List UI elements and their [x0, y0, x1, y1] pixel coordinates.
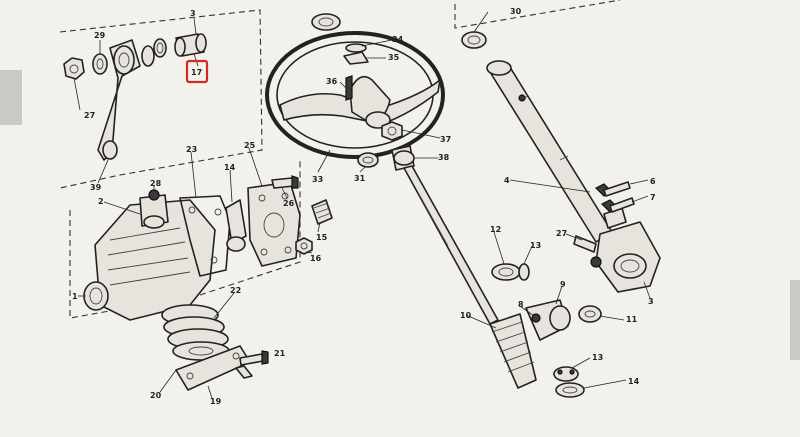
hub-cap-30 — [311, 13, 341, 31]
callout-12: 12 — [490, 225, 501, 234]
nut-37 — [381, 121, 403, 141]
callout-27: 27 — [84, 111, 95, 120]
coupling-9-8 — [525, 299, 571, 341]
callout-20: 20 — [150, 391, 162, 400]
callout-6: 6 — [650, 177, 656, 186]
callout-28: 28 — [150, 179, 162, 188]
column-tube-4 — [461, 31, 613, 243]
steering-wheel-33 — [265, 31, 445, 159]
callout-1: 1 — [72, 292, 78, 301]
group-box-pitman-arm — [59, 9, 263, 189]
ring-13 — [518, 263, 530, 281]
callout-21: 21 — [274, 349, 286, 358]
washer-11 — [578, 305, 602, 323]
callout-38: 38 — [438, 153, 450, 162]
callout-31: 31 — [354, 174, 366, 183]
highlighted-callout-17[interactable]: 17 — [185, 59, 209, 84]
screw-27b — [573, 235, 602, 268]
callout-8: 8 — [518, 300, 524, 309]
callout-33: 33 — [312, 175, 323, 184]
washer-31 — [357, 152, 379, 168]
callout-9: 9 — [560, 280, 566, 289]
callout-16: 16 — [310, 254, 322, 263]
gaiter-10 — [489, 313, 537, 389]
callout-37: 37 — [440, 135, 451, 144]
seal-ring — [153, 38, 167, 58]
group-box-steering-box — [69, 160, 301, 319]
callout-14: 14 — [224, 163, 236, 172]
callout-11: 11 — [626, 315, 638, 324]
steering-shaft — [403, 165, 499, 325]
callout-29: 29 — [94, 31, 106, 40]
callout-27b: 27 — [556, 229, 567, 238]
callout-labels: 3 29 27 39 30 34 35 36 37 38 31 33 28 23… — [72, 7, 656, 406]
callout-30: 30 — [510, 7, 522, 16]
bush-38 — [391, 145, 415, 171]
callout-4: 4 — [504, 176, 510, 185]
callout-36: 36 — [326, 77, 338, 86]
highlight-box — [185, 59, 209, 84]
bolt-26 — [271, 175, 299, 189]
horn-parts-34-35-36 — [343, 43, 369, 101]
highlight-label: 17 — [191, 68, 202, 77]
callout-7: 7 — [650, 193, 656, 202]
callout-19: 19 — [210, 397, 222, 406]
steering-box-housing-2 — [94, 189, 216, 321]
scan-edge-right — [790, 280, 800, 360]
bolt-21 — [235, 350, 269, 379]
scan-edge-left — [0, 70, 22, 125]
bolts-6-7 — [594, 181, 635, 213]
callout-35: 35 — [388, 53, 400, 62]
adjuster-15 — [311, 199, 333, 225]
clamp-12 — [491, 263, 521, 281]
callout-13b: 13 — [592, 353, 603, 362]
callout-15: 15 — [316, 233, 328, 242]
callout-3: 3 — [190, 9, 196, 18]
callout-25: 25 — [244, 141, 256, 150]
clip-13b — [553, 366, 579, 382]
callout-39: 39 — [90, 183, 102, 192]
side-cover-25 — [247, 181, 301, 267]
gasket-23 — [179, 195, 231, 277]
boot-22 — [161, 304, 230, 361]
shaft-14 — [225, 199, 247, 252]
ring-14b — [555, 382, 585, 398]
callout-23: 23 — [186, 145, 197, 154]
column-bracket-3 — [595, 207, 661, 293]
washer-28 — [92, 53, 108, 75]
callout-2: 2 — [98, 197, 104, 206]
nut-16 — [295, 237, 313, 255]
pitman-arm-39 — [97, 39, 141, 161]
callout-3b: 3 — [648, 297, 654, 306]
group-box-column — [454, 0, 621, 29]
bush-3 — [174, 33, 207, 57]
callout-34: 34 — [392, 35, 404, 44]
callout-22: 22 — [230, 286, 241, 295]
callout-10: 10 — [460, 311, 472, 320]
leader-lines — [73, 11, 651, 399]
callout-13: 13 — [530, 241, 541, 250]
callout-26: 26 — [283, 199, 295, 208]
callout-14b: 14 — [628, 377, 640, 386]
input-shaft-1 — [83, 281, 109, 311]
washer-29 — [141, 45, 155, 67]
nut-27 — [63, 57, 85, 80]
